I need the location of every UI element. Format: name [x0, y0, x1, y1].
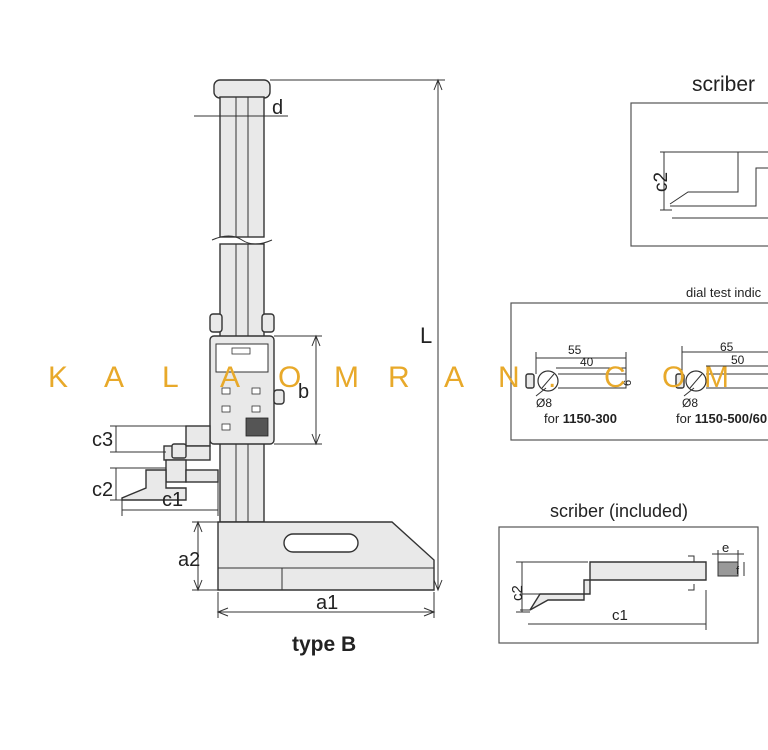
scriber-included-label-c1: c1 [612, 607, 628, 624]
dial-test-indicator-detail: dial test indic 55 40 6 Ø8 for 1150-300 [510, 285, 768, 441]
dim-40: 40 [580, 355, 594, 369]
scriber-detail: scriber c2 [630, 73, 768, 247]
scriber-bar [185, 469, 219, 483]
scriber-label-c2: c2 [651, 172, 672, 192]
button-icon [221, 405, 231, 413]
slider-knob-right [261, 313, 275, 333]
label-a1: a1 [316, 592, 338, 614]
scriber-arm-lower [670, 167, 768, 207]
caption-left: for 1150-300 [544, 411, 617, 426]
scriber-clamp [185, 425, 211, 447]
watermark-letter: O [662, 361, 685, 394]
dial-indicator-left: 55 40 6 Ø8 for 1150-300 [525, 343, 634, 426]
scriber-holder-lower [165, 459, 187, 483]
watermark-letter: C [604, 361, 626, 394]
scriber-included-shape [529, 561, 707, 611]
beam-top-cap [213, 79, 271, 99]
dim-65: 65 [720, 340, 734, 354]
height-gauge-view: d L b [92, 78, 445, 656]
base-slot [283, 533, 359, 553]
caption-right: for 1150-500/60 [676, 411, 767, 426]
watermark-letter: R [388, 361, 410, 394]
label-f: f [736, 565, 740, 577]
dim-55: 55 [568, 343, 582, 357]
dial-indicator-right: 65 50 Ø8 for 1150-500/60 [675, 340, 768, 426]
watermark-letter: A [444, 361, 464, 394]
label-a2: a2 [178, 549, 200, 571]
label-c1: c1 [162, 489, 183, 511]
label-c2: c2 [92, 479, 113, 501]
scriber-included-detail: scriber (included) c2 c1 e f [498, 501, 759, 644]
button-icon [251, 387, 261, 395]
watermark-letter: M [334, 361, 359, 394]
watermark-letter: L [162, 361, 179, 394]
scriber-included-label-c2: c2 [509, 585, 526, 601]
scriber-frame [630, 102, 768, 247]
button-icon [251, 405, 261, 413]
scriber-title: scriber [692, 73, 755, 96]
label-c3: c3 [92, 429, 113, 451]
label-d: d [272, 97, 283, 119]
lock-screw [273, 389, 285, 405]
watermark-letter: A [104, 361, 124, 394]
dim-6: 6 [622, 380, 634, 386]
scriber-included-title: scriber (included) [550, 501, 688, 521]
button-icon [221, 387, 231, 395]
scriber-included-frame [498, 526, 759, 644]
watermark-letter: O [278, 361, 301, 394]
section-hatch [717, 561, 739, 577]
button-icon [221, 423, 231, 431]
diameter-right: Ø8 [682, 396, 698, 410]
label-b: b [298, 381, 309, 403]
holder-screw [171, 443, 187, 459]
slider-knob-left [209, 313, 223, 333]
scriber-holder [163, 445, 211, 461]
watermark-letter: A [220, 361, 240, 394]
watermark-letter: K [48, 361, 68, 394]
caption-type-b: type B [292, 633, 356, 656]
watermark-letter: N [498, 361, 520, 394]
dial-title: dial test indic [686, 285, 762, 300]
diameter-left: Ø8 [536, 396, 552, 410]
gauge-base [217, 521, 435, 591]
beam-upper [219, 96, 265, 238]
scriber-arm-upper [696, 151, 768, 193]
fine-adjust-wheel-icon [245, 417, 269, 437]
beam-break [211, 235, 273, 245]
watermark-letter: M [704, 361, 729, 394]
label-L: L [420, 323, 432, 348]
watermark-letter: . [548, 361, 556, 394]
dial-frame [510, 302, 768, 441]
label-e: e [722, 540, 729, 555]
dim-50: 50 [731, 353, 745, 367]
lcd-screen [215, 343, 269, 373]
